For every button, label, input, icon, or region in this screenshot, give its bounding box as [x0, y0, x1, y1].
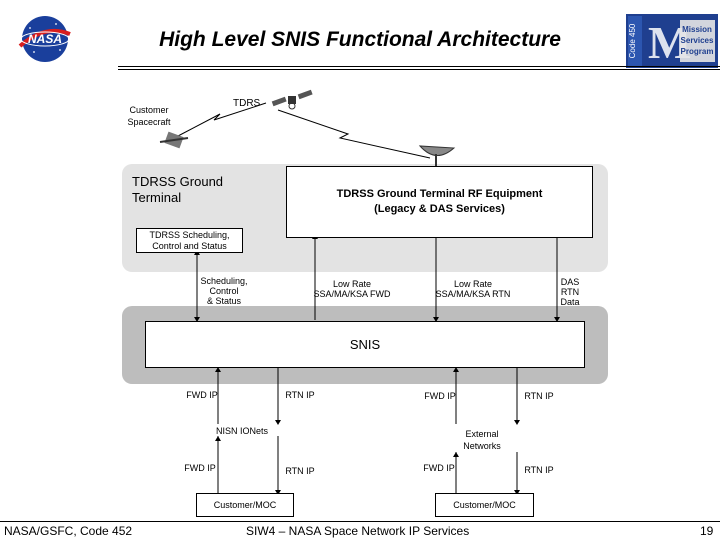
sched-link-line3: & Status: [206, 296, 242, 306]
footer-divider: [0, 521, 720, 522]
scheduling-control-box: TDRSS Scheduling, Control and Status: [136, 228, 243, 253]
tdrs-label: TDRS: [233, 98, 261, 109]
code-450-text: Code 450: [628, 23, 637, 58]
logo-program: Program: [681, 47, 714, 56]
nisn-rtn-ip-label: RTN IP: [285, 390, 315, 400]
sched-link-line1: Scheduling,: [200, 276, 248, 286]
external-networks-label: External Networks: [452, 428, 512, 452]
logo-services: Services: [681, 36, 714, 45]
ground-terminal-label: TDRSS Ground Terminal: [132, 174, 223, 206]
footer-center: SIW4 – NASA Space Network IP Services: [246, 524, 470, 538]
ext-fwd-ip-label: FWD IP: [424, 391, 456, 401]
moc1-rtn-ip-label: RTN IP: [285, 466, 315, 476]
nisn-ionets-label: NISN IONets: [216, 426, 269, 436]
nisn-fwd-ip-label: FWD IP: [186, 390, 218, 400]
customer-spacecraft-line1: Customer: [129, 105, 169, 115]
scheduling-box-line2: Control and Status: [152, 240, 227, 251]
snis-box: SNIS: [145, 321, 585, 368]
logo-mission: Mission: [682, 25, 712, 34]
slide-title: High Level SNIS Functional Architecture: [159, 28, 561, 51]
external-networks-line1: External: [465, 429, 499, 439]
customer-moc-box-external: Customer/MOC: [435, 493, 534, 517]
customer-moc-box-nisn: Customer/MOC: [196, 493, 294, 517]
antenna-dish-icon: [418, 145, 456, 166]
customer-spacecraft-line2: Spacecraft: [127, 117, 171, 127]
moc2-fwd-ip-label: FWD IP: [423, 463, 455, 473]
page-number: 19: [700, 524, 714, 538]
mission-services-program-logo: Code 450 M Mission Services Program: [626, 14, 718, 68]
moc2-rtn-ip-label: RTN IP: [524, 465, 554, 475]
footer-left: NASA/GSFC, Code 452: [4, 524, 133, 538]
moc1-fwd-ip-label: FWD IP: [184, 463, 216, 473]
low-rate-fwd-line2: SSA/MA/KSA FWD: [313, 289, 391, 299]
das-rtn-line1: DAS: [560, 277, 580, 287]
ground-terminal-line1: TDRSS Ground: [132, 174, 224, 189]
rf-equipment-line1: TDRSS Ground Terminal RF Equipment: [336, 188, 543, 200]
title-divider: [118, 66, 720, 70]
scheduling-box-line1: TDRSS Scheduling,: [149, 229, 230, 240]
das-rtn-label: DAS RTN Data: [556, 277, 584, 307]
sched-link-label: Scheduling, Control & Status: [196, 276, 252, 306]
ext-rtn-ip-label: RTN IP: [524, 391, 554, 401]
low-rate-rtn-line1: Low Rate: [453, 279, 493, 289]
low-rate-fwd-line1: Low Rate: [332, 279, 372, 289]
customer-spacecraft-icon: [159, 131, 189, 149]
tdrs-satellite-icon: [271, 89, 313, 110]
sched-link-line2: Control: [209, 286, 239, 296]
rf-equipment-line2: (Legacy & DAS Services): [374, 203, 505, 215]
nasa-logo-text: NASA: [28, 32, 62, 46]
ground-terminal-line2: Terminal: [132, 190, 182, 205]
nasa-logo: NASA: [18, 16, 71, 62]
das-rtn-line2: RTN: [560, 287, 580, 297]
rf-equipment-box: TDRSS Ground Terminal RF Equipment (Lega…: [286, 166, 593, 238]
das-rtn-line3: Data: [560, 297, 580, 307]
low-rate-fwd-label: Low Rate SSA/MA/KSA FWD: [304, 279, 400, 299]
low-rate-rtn-line2: SSA/MA/KSA RTN: [435, 289, 511, 299]
customer-spacecraft-label: Customer Spacecraft: [118, 104, 180, 128]
low-rate-rtn-label: Low Rate SSA/MA/KSA RTN: [424, 279, 522, 299]
external-networks-line2: Networks: [463, 441, 501, 451]
